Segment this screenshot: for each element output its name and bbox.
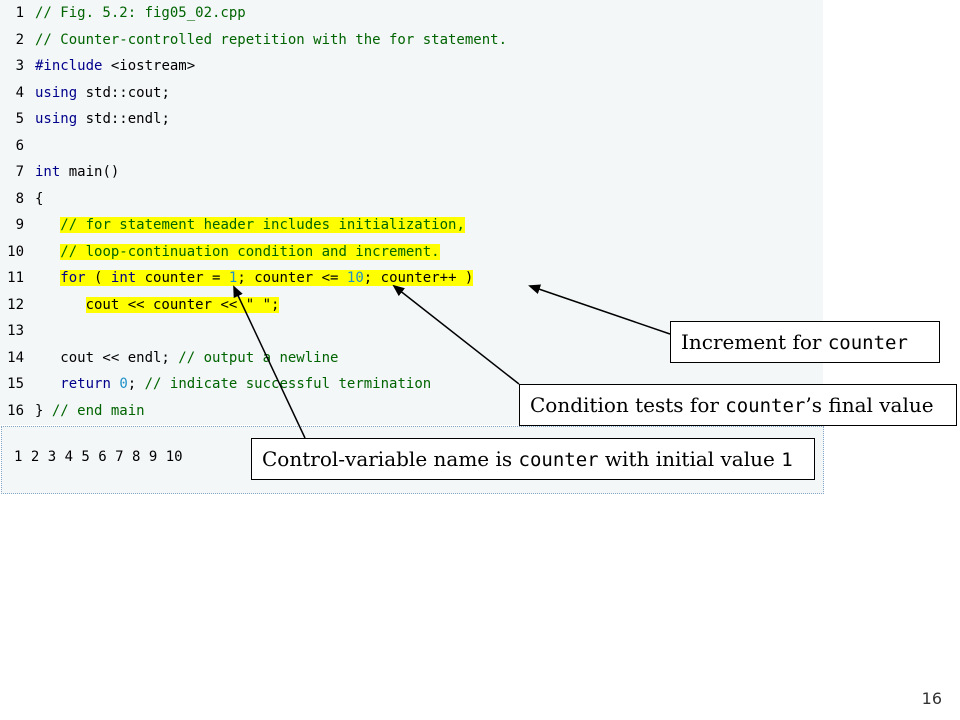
code-token: std::endl; (77, 111, 170, 127)
code-token: { (35, 190, 44, 207)
line-number: 4 (15, 84, 24, 101)
line-number: 3 (15, 58, 24, 74)
code-token: // output a newline (178, 349, 339, 366)
callout-control-pre: Control-variable name is (262, 447, 519, 471)
code-token (35, 297, 86, 313)
code-line: 8{ (0, 186, 823, 212)
code-token: int (110, 270, 137, 286)
line-number: 14 (7, 349, 24, 366)
code-line: 13 (0, 318, 823, 344)
code-text: return 0; // indicate successful termina… (35, 371, 431, 397)
callout-increment-code: counter (827, 332, 908, 354)
code-line: 15 return 0; // indicate successful term… (0, 371, 823, 397)
code-line: 9 // for statement header includes initi… (0, 212, 823, 238)
code-token: 1 (228, 270, 238, 286)
code-token: ( (85, 270, 111, 286)
callout-increment-pre: Increment for (681, 330, 828, 354)
callout-condition-post: ’s final value (805, 393, 934, 417)
line-number: 2 (15, 31, 24, 48)
code-text: cout << counter << " "; (35, 292, 280, 318)
code-token: // loop-continuation condition and incre… (60, 243, 440, 260)
callout-control: Control-variable name is counter with in… (251, 438, 815, 480)
line-number: 8 (15, 190, 24, 207)
code-token: ; counter <= (237, 270, 347, 286)
line-number: 9 (15, 217, 24, 233)
line-number: 7 (15, 164, 24, 180)
code-token (35, 376, 60, 392)
slide-number: 16 (921, 689, 942, 708)
code-line: 10 // loop-continuation condition and in… (0, 239, 823, 265)
code-line: 11 for ( int counter = 1; counter <= 10;… (0, 265, 823, 291)
code-token: return (60, 376, 111, 392)
code-token: // for statement header includes initial… (60, 217, 465, 233)
line-number: 6 (15, 137, 24, 154)
callout-condition: Condition tests for counter’s final valu… (519, 384, 957, 426)
code-text: // loop-continuation condition and incre… (35, 239, 440, 265)
code-text: using std::cout; (35, 80, 170, 106)
code-token: } (35, 402, 52, 419)
callout-condition-pre: Condition tests for (530, 393, 726, 417)
code-token: cout << endl; (35, 349, 179, 366)
line-number: 16 (7, 402, 24, 419)
code-token: <iostream> (102, 58, 196, 74)
code-token: 0 (119, 376, 128, 392)
code-token: // Counter-controlled repetition with th… (35, 31, 508, 48)
code-token: // indicate successful termination (144, 376, 432, 392)
code-token: 10 (346, 270, 364, 286)
line-number: 12 (7, 296, 24, 313)
code-text: cout << endl; // output a newline (35, 345, 338, 371)
code-token: ; (127, 376, 145, 392)
line-number: 11 (7, 270, 24, 286)
line-number: 10 (7, 243, 24, 260)
code-line: 5 using std::endl; (0, 106, 823, 132)
code-text: // Fig. 5.2: fig05_02.cpp (35, 0, 246, 26)
code-line: 4 using std::cout; (0, 80, 823, 106)
code-token: // end main (51, 402, 145, 419)
code-token: counter = (136, 270, 229, 286)
code-token: std::cout; (77, 84, 170, 101)
callout-control-code: counter (518, 449, 599, 471)
code-token: for (60, 270, 86, 286)
code-token: ; counter++ ) (363, 270, 474, 286)
code-text: // Counter-controlled repetition with th… (35, 27, 507, 53)
callout-control-code2: 1 (781, 449, 793, 471)
code-text: using std::endl; (35, 106, 170, 132)
line-number: 1 (15, 5, 24, 21)
code-text: int main() (35, 159, 119, 185)
code-line: 2 // Counter-controlled repetition with t… (0, 27, 823, 53)
code-line: 12 cout << counter << " "; (0, 292, 823, 318)
code-token: using (35, 111, 78, 127)
code-text: // for statement header includes initial… (35, 212, 465, 238)
code-token (35, 217, 60, 233)
code-token: main() (60, 164, 120, 180)
code-line: 6 (0, 133, 823, 159)
code-token: int (35, 164, 61, 180)
code-line: 16} // end main (0, 398, 823, 424)
callout-condition-code: counter (725, 395, 806, 417)
code-text: #include <iostream> (35, 53, 195, 79)
code-token (35, 270, 60, 286)
code-text: { (35, 186, 43, 212)
code-text: for ( int counter = 1; counter <= 10; co… (35, 265, 474, 291)
code-line: 1 // Fig. 5.2: fig05_02.cpp (0, 0, 823, 26)
code-token: #include (35, 58, 103, 74)
output-text: 1 2 3 4 5 6 7 8 9 10 (14, 449, 183, 465)
callout-increment: Increment for counter (670, 321, 940, 363)
code-line: 3 #include <iostream> (0, 53, 823, 79)
line-number: 15 (7, 376, 24, 392)
code-line: 7 int main() (0, 159, 823, 185)
line-number: 5 (15, 111, 24, 127)
code-token (35, 244, 60, 260)
code-token: using (35, 84, 78, 101)
line-number: 13 (7, 323, 24, 339)
code-text: } // end main (35, 398, 145, 424)
code-token: // Fig. 5.2: fig05_02.cpp (35, 5, 246, 21)
code-token: cout << counter << " "; (85, 296, 280, 313)
callout-control-post: with initial value (598, 447, 782, 471)
